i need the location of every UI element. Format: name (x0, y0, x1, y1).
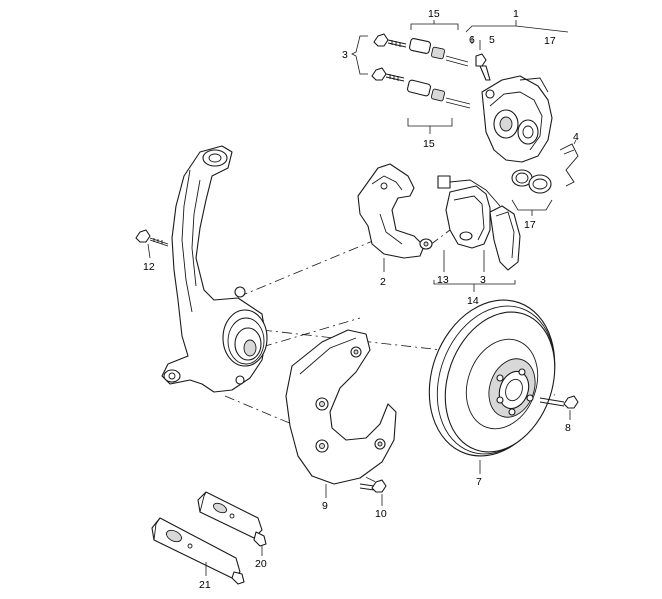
guide-pins-15 (351, 20, 577, 216)
callout-14: 14 (467, 295, 479, 307)
callout-3a: 3 (342, 49, 348, 61)
callout-9: 9 (322, 500, 328, 512)
grease-tube-20 (197, 491, 267, 556)
callout-10: 10 (375, 508, 387, 520)
callout-17b: 17 (524, 219, 536, 231)
bolt-10 (359, 479, 387, 506)
splash-shield-9 (285, 329, 397, 498)
callout-4: 4 (573, 131, 579, 143)
callout-labels: 1 17 15 3 6 5 15 4 17 12 2 13 3 14 8 7 9… (143, 8, 579, 591)
bolt-8 (539, 395, 579, 420)
callout-5: 5 (489, 34, 495, 46)
callout-17a: 17 (544, 35, 556, 47)
callout-6: 6 (469, 34, 475, 46)
callout-21: 21 (199, 579, 211, 591)
callout-15a: 15 (428, 8, 440, 20)
callout-13: 13 (437, 274, 449, 286)
grease-tube-21 (151, 517, 245, 585)
callout-15b: 15 (423, 138, 435, 150)
callout-3b: 3 (480, 274, 486, 286)
callout-20: 20 (255, 558, 267, 570)
caliper-1 (475, 53, 579, 194)
steering-knuckle (161, 145, 268, 393)
callout-1: 1 (513, 8, 519, 20)
brake-disc-7 (428, 299, 556, 474)
callout-2: 2 (380, 276, 386, 288)
bolt-12 (135, 229, 169, 259)
callout-8: 8 (565, 422, 571, 434)
brake-carrier-2 (357, 163, 433, 272)
brake-pads-3 (433, 175, 521, 292)
callout-12: 12 (143, 261, 155, 273)
callout-7: 7 (476, 476, 482, 488)
